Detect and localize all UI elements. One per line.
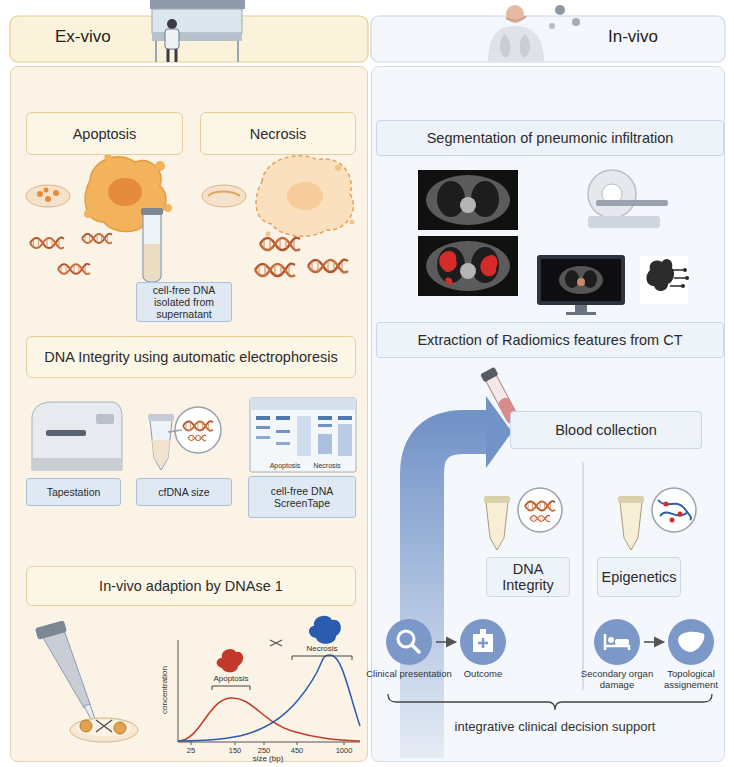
step-box: DNA Integrity using automatic electropho… xyxy=(26,336,356,378)
node-label: Necrosis xyxy=(250,126,306,142)
node-label: DNA Integrity xyxy=(491,561,565,593)
circle-fill xyxy=(668,619,714,665)
icon-circle: Topological assignement xyxy=(668,619,714,665)
icon-circle: Clinical presentation xyxy=(386,619,432,665)
circle-icon xyxy=(473,629,493,652)
node-label: Clinical presentation xyxy=(364,668,454,679)
lab-worker-figure xyxy=(152,9,242,33)
icon-circle: Outcome xyxy=(460,619,506,665)
lab-worker-figure xyxy=(150,0,245,62)
chart-label: Apoptosis xyxy=(213,675,248,683)
tag-box: Tapestation xyxy=(26,478,121,506)
panel-heading: Ex-vivo xyxy=(55,27,111,47)
circle-fill xyxy=(594,619,640,665)
step-box: Epigenetics xyxy=(597,557,681,597)
panel-tab xyxy=(371,16,725,62)
step-box: Extraction of Radiomics features from CT xyxy=(376,322,724,358)
lab-worker-figure xyxy=(156,41,238,62)
circle-shape xyxy=(668,619,714,665)
step-box: Apoptosis xyxy=(26,112,183,155)
coughing-patient-figure xyxy=(572,18,580,26)
chart-label: 450 xyxy=(291,747,304,755)
lab-worker-figure xyxy=(165,29,179,49)
circle-fill xyxy=(460,619,506,665)
panel-tab xyxy=(10,16,725,62)
coughing-patient-figure xyxy=(506,16,526,21)
node-label: Secondary organ damage xyxy=(572,668,662,691)
node-label: Blood collection xyxy=(555,422,657,438)
node-label: In-vivo adaption by DNAse 1 xyxy=(99,578,283,594)
step-box: In-vivo adaption by DNAse 1 xyxy=(26,566,356,606)
coughing-patient-figure xyxy=(506,5,524,23)
lab-worker-figure xyxy=(168,49,176,62)
chart-label: 25 xyxy=(187,747,195,755)
node-label: cfDNA size xyxy=(158,486,209,498)
chart-label: Apoptosis xyxy=(270,462,301,469)
panel-box: In-vivoSegmentation of pneumonic infiltr… xyxy=(371,66,725,762)
node-label: Extraction of Radiomics features from CT xyxy=(417,332,682,348)
summary-label: integrative clinical decision support xyxy=(455,720,656,733)
icon-circle: Secondary organ damage xyxy=(594,619,640,665)
node-label: Epigenetics xyxy=(602,569,677,585)
step-box: Necrosis xyxy=(200,112,356,155)
chart-label: 1000 xyxy=(336,747,353,755)
chart-label: 150 xyxy=(229,747,242,755)
node-label: Topological assignement xyxy=(646,668,734,691)
chart-label: size (bp) xyxy=(253,755,284,763)
lab-worker-figure xyxy=(150,0,245,9)
step-box: Blood collection xyxy=(510,411,702,449)
tag-box: cfDNA size xyxy=(136,478,232,506)
circle-fill xyxy=(386,619,432,665)
circle-icon xyxy=(605,634,629,650)
lab-worker-figure xyxy=(152,33,242,41)
circle-shape xyxy=(594,619,640,665)
coughing-patient-figure xyxy=(488,26,544,62)
tag-box: cell-free DNA ScreenTape xyxy=(248,476,356,518)
node-label: Outcome xyxy=(438,668,528,679)
coughing-patient-figure xyxy=(555,5,565,15)
node-label: Apoptosis xyxy=(73,126,137,142)
panel-tab xyxy=(10,16,368,62)
coughing-patient-figure xyxy=(549,23,555,29)
node-label: Tapestation xyxy=(47,486,101,498)
circle-icon xyxy=(678,632,704,652)
step-box: Segmentation of pneumonic infiltration xyxy=(376,120,724,156)
chart-label: Necrosis xyxy=(313,462,340,469)
node-label: cell-free DNA ScreenTape xyxy=(252,485,352,509)
chart-label: concentration xyxy=(161,666,169,714)
circle-shape xyxy=(460,619,506,665)
step-box: DNA Integrity xyxy=(486,557,570,597)
node-label: cell-free DNA isolated from supernatant xyxy=(140,284,228,320)
lab-worker-figure xyxy=(167,19,177,29)
panel-box: Ex-vivoApoptosisNecrosiscell-free DNA is… xyxy=(10,66,368,762)
node-label: Segmentation of pneumonic infiltration xyxy=(427,130,674,146)
panel-heading: In-vivo xyxy=(608,27,658,47)
circle-icon xyxy=(398,631,419,652)
coughing-patient-figure xyxy=(488,5,580,62)
tag-box: cell-free DNA isolated from supernatant xyxy=(136,282,232,322)
circle-shape xyxy=(386,619,432,665)
chart-label: Necrosis xyxy=(306,645,337,653)
coughing-patient-figure xyxy=(500,34,530,58)
node-label: DNA Integrity using automatic electropho… xyxy=(44,349,337,365)
chart-label: 250 xyxy=(258,747,271,755)
